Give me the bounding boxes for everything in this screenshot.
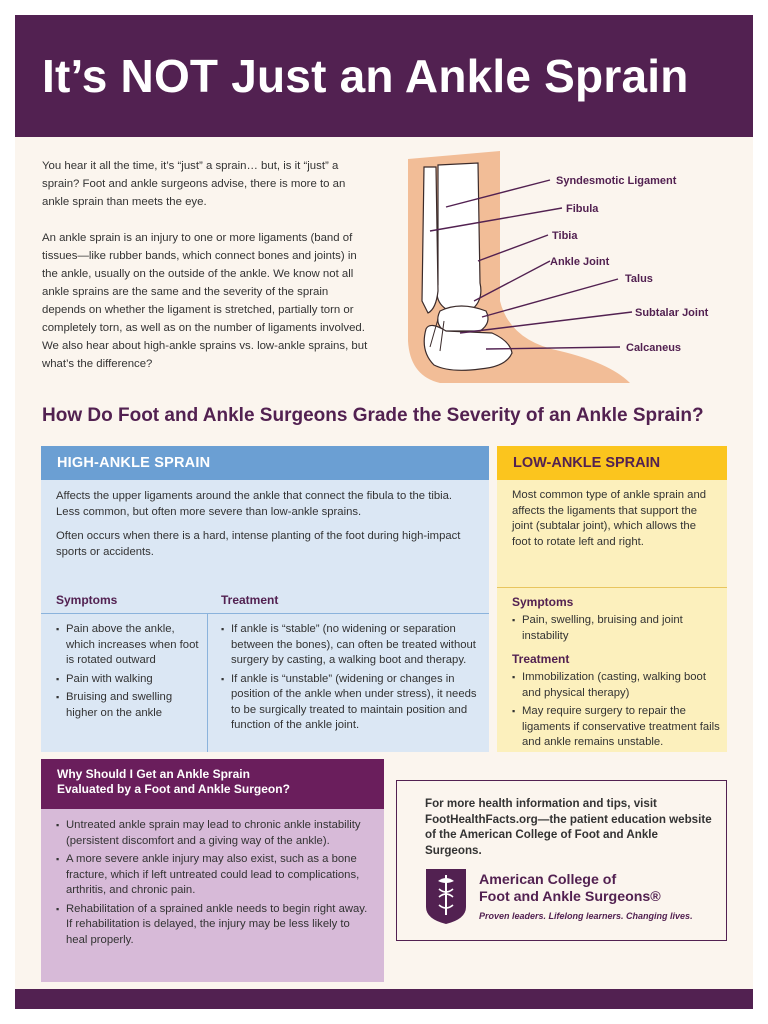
- high-treatment-list: If ankle is “stable” (no widening or sep…: [221, 622, 481, 737]
- high-ankle-sprain-panel: HIGH-ANKLE SPRAIN Affects the upper liga…: [41, 446, 489, 752]
- high-symptoms-label: Symptoms: [56, 593, 118, 607]
- low-treatment-label: Treatment: [512, 652, 570, 666]
- low-symptoms-label: Symptoms: [512, 595, 574, 609]
- list-item: Pain, swelling, bruising and joint insta…: [512, 613, 722, 644]
- divider: [41, 613, 489, 614]
- low-ankle-paragraph: Most common type of ankle sprain and aff…: [512, 489, 707, 548]
- acfas-logo-icon: [426, 869, 466, 924]
- org-name: American College of Foot and Ankle Surge…: [479, 872, 661, 906]
- org-tagline: Proven leaders. Lifelong learners. Chang…: [479, 911, 693, 921]
- label-calcaneus: Calcaneus: [626, 342, 681, 354]
- low-ankle-title: LOW-ANKLE SPRAIN: [497, 446, 727, 480]
- section-title: How Do Foot and Ankle Surgeons Grade the…: [42, 405, 704, 426]
- tibia-bone: [436, 162, 482, 312]
- divider: [497, 587, 727, 588]
- label-syndesmotic-ligament: Syndesmotic Ligament: [556, 175, 677, 187]
- list-item: Pain with walking: [56, 672, 201, 688]
- why-evaluate-panel: Why Should I Get an Ankle Sprain Evaluat…: [41, 759, 384, 982]
- low-symptoms-list: Pain, swelling, bruising and joint insta…: [512, 613, 722, 644]
- info-text: For more health information and tips, vi…: [425, 797, 712, 857]
- high-ankle-title: HIGH-ANKLE SPRAIN: [41, 446, 489, 480]
- list-item: If ankle is “stable” (no widening or sep…: [221, 622, 481, 669]
- high-treatment-label: Treatment: [221, 593, 279, 607]
- low-ankle-sprain-panel: LOW-ANKLE SPRAIN Most common type of ank…: [497, 446, 727, 752]
- list-item: If ankle is “unstable” (widening or chan…: [221, 672, 481, 734]
- high-ankle-paragraph-1: Affects the upper ligaments around the a…: [56, 490, 453, 518]
- why-list: Untreated ankle sprain may lead to chron…: [41, 809, 384, 948]
- page-title: It’s NOT Just an Ankle Sprain: [42, 50, 689, 102]
- list-item: Untreated ankle sprain may lead to chron…: [56, 818, 370, 849]
- flyer-page: It’s NOT Just an Ankle Sprain You hear i…: [15, 15, 753, 1009]
- calcaneus-bone: [423, 324, 513, 371]
- footer-bar: [15, 989, 753, 1009]
- label-subtalar-joint: Subtalar Joint: [635, 307, 709, 319]
- high-symptoms-list: Pain above the ankle, which increases wh…: [56, 622, 201, 724]
- why-title: Why Should I Get an Ankle Sprain Evaluat…: [41, 759, 384, 809]
- intro-paragraph-1: You hear it all the time, it’s “just” a …: [42, 160, 346, 208]
- org-name-line-2: Foot and Ankle Surgeons®: [479, 889, 661, 905]
- intro-paragraph-2: An ankle sprain is an injury to one or m…: [42, 232, 368, 370]
- info-box: For more health information and tips, vi…: [396, 780, 727, 941]
- list-item: A more severe ankle injury may also exis…: [56, 852, 370, 899]
- why-title-line-1: Why Should I Get an Ankle Sprain: [57, 767, 250, 781]
- title-banner: It’s NOT Just an Ankle Sprain: [15, 15, 753, 137]
- label-ankle-joint: Ankle Joint: [550, 256, 610, 268]
- low-treatment-list: Immobilization (casting, walking boot an…: [512, 670, 722, 751]
- org-name-line-1: American College of: [479, 872, 617, 888]
- column-divider: [207, 613, 208, 752]
- intro-text: You hear it all the time, it’s “just” a …: [42, 157, 372, 391]
- ankle-anatomy-diagram: Syndesmotic Ligament Fibula Tibia Ankle …: [408, 151, 709, 383]
- label-talus: Talus: [625, 273, 653, 285]
- list-item: Pain above the ankle, which increases wh…: [56, 622, 201, 669]
- label-tibia: Tibia: [552, 230, 578, 242]
- list-item: Rehabilitation of a sprained ankle needs…: [56, 902, 370, 949]
- list-item: May require surgery to repair the ligame…: [512, 704, 722, 751]
- talus-bone: [437, 305, 489, 332]
- label-fibula: Fibula: [566, 203, 599, 215]
- list-item: Immobilization (casting, walking boot an…: [512, 670, 722, 701]
- list-item: Bruising and swelling higher on the ankl…: [56, 690, 201, 721]
- fibula-bone: [421, 166, 439, 314]
- why-title-line-2: Evaluated by a Foot and Ankle Surgeon?: [57, 782, 290, 796]
- high-ankle-paragraph-2: Often occurs when there is a hard, inten…: [56, 530, 461, 558]
